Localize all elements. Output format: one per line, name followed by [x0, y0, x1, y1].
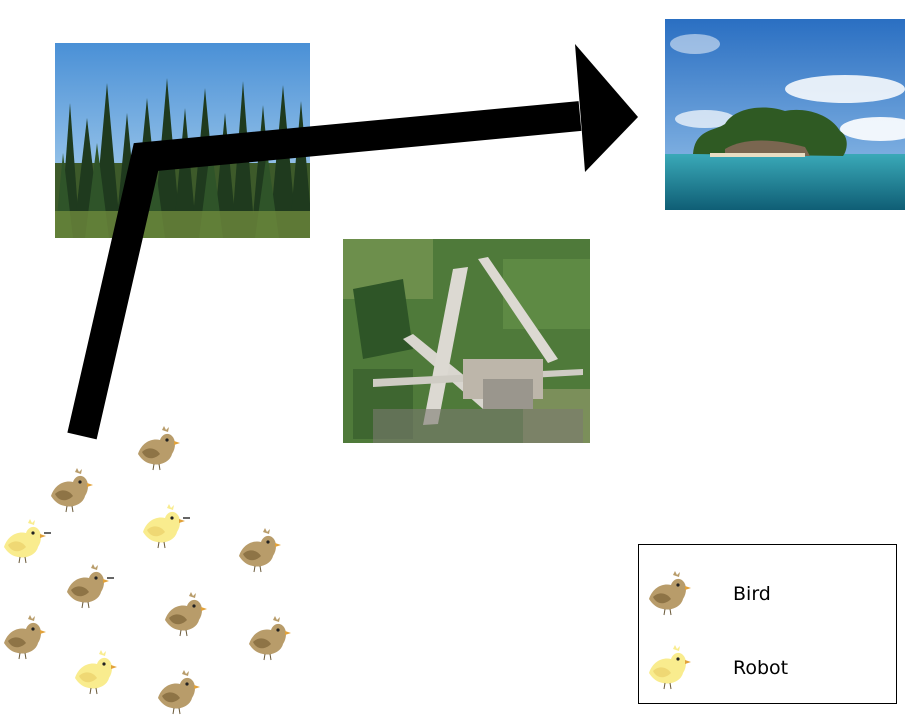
robot-icon — [71, 648, 119, 696]
bird-icon — [235, 526, 283, 574]
robot-icon — [139, 502, 190, 550]
bird-icon — [245, 614, 293, 662]
legend-item-bird: Bird — [639, 569, 896, 619]
bird-icon — [63, 562, 114, 610]
island-photo — [665, 19, 905, 210]
bird-icon — [134, 424, 182, 472]
legend: Bird Robot — [638, 544, 897, 704]
legend-item-robot: Robot — [639, 643, 896, 693]
bird-icon — [47, 466, 95, 514]
bird-icon — [154, 668, 202, 716]
legend-label-robot: Robot — [733, 657, 789, 679]
airport-photo — [343, 239, 590, 443]
robot-icon — [0, 517, 51, 565]
legend-label-bird: Bird — [733, 583, 771, 605]
bird-icon — [645, 569, 693, 617]
bird-icon — [0, 613, 48, 661]
bird-icon — [161, 590, 209, 638]
forest-photo — [55, 43, 310, 238]
robot-icon — [645, 643, 693, 691]
